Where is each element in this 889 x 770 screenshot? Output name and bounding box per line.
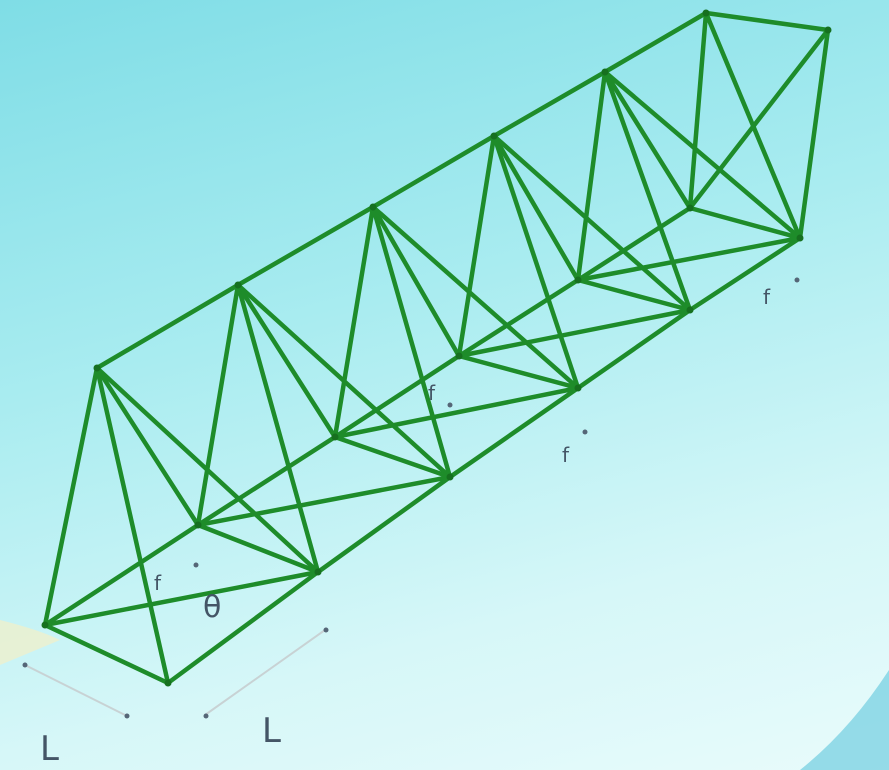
force-marker	[193, 562, 199, 568]
truss-member-bottom-chord	[687, 235, 803, 313]
truss-member-bottom-chord	[165, 569, 321, 686]
truss-member-diagonal	[575, 235, 803, 283]
truss-member-vertical	[797, 27, 831, 241]
length-label-left: L	[40, 729, 59, 769]
truss-member-top-chord	[94, 282, 241, 371]
force-label: f	[154, 571, 162, 595]
truss-member-bottom-chord	[447, 385, 581, 480]
dimension-lines	[24, 629, 326, 716]
corner-glow-right	[800, 670, 889, 770]
truss-member-bottom-cross	[575, 277, 693, 313]
force-label: f	[763, 285, 771, 309]
truss-member-bottom-chord	[575, 307, 693, 391]
length-label-right: L	[262, 711, 281, 751]
dimension-tick	[22, 662, 28, 668]
force-label: f	[562, 443, 570, 467]
truss-member-diagonal	[602, 69, 803, 241]
truss-member-bottom-chord	[42, 522, 201, 628]
truss-member-top-chord	[703, 10, 831, 33]
dimension-ticks	[22, 627, 329, 719]
theta-label: θ	[203, 590, 221, 625]
truss-joint	[574, 384, 582, 392]
truss-joint	[369, 203, 377, 211]
truss-joint	[455, 352, 463, 360]
truss-member-bottom-chord	[456, 277, 581, 359]
dimension-line-left	[24, 664, 126, 716]
truss-joint	[702, 9, 710, 17]
truss-member-diagonal	[195, 474, 453, 528]
truss-joint	[796, 234, 804, 242]
truss-joint	[446, 473, 454, 481]
truss-member-top-chord	[235, 204, 376, 288]
dimension-tick	[323, 627, 329, 633]
truss-member-bottom-cross	[456, 353, 581, 391]
truss-member-bottom-chord	[195, 434, 338, 528]
truss-member-bottom-cross	[687, 205, 803, 241]
truss-member-vertical	[602, 69, 693, 313]
truss-member-vertical	[94, 365, 171, 686]
truss-member-bottom-chord	[315, 474, 453, 575]
truss-member-top-chord	[491, 69, 608, 139]
force-label: f	[428, 381, 436, 405]
truss-joint	[194, 521, 202, 529]
truss-joint	[490, 132, 498, 140]
truss-member-vertical	[687, 10, 709, 211]
truss-member-vertical	[456, 133, 497, 359]
truss-member-diagonal	[370, 204, 581, 391]
truss-member-diagonal	[42, 569, 321, 628]
truss-member-bottom-chord	[332, 353, 462, 440]
truss-member-diagonal	[687, 27, 831, 211]
truss-member-bottom-cross	[42, 622, 171, 686]
truss-joint	[41, 621, 49, 629]
truss-member-vertical	[370, 204, 453, 480]
truss-member-top-chord	[602, 10, 709, 75]
truss-member-vertical	[332, 204, 376, 440]
dimension-tick	[124, 713, 130, 719]
truss-joint	[824, 26, 832, 34]
truss-member-diagonal	[94, 365, 201, 528]
truss-member-diagonal	[491, 133, 581, 283]
truss-joint	[234, 281, 242, 289]
truss-member-bottom-cross	[332, 434, 453, 480]
dimension-tick	[203, 713, 209, 719]
truss-member-vertical	[491, 133, 581, 391]
force-marker	[447, 402, 453, 408]
truss-member-diagonal	[332, 385, 581, 440]
truss-member-diagonal	[370, 204, 462, 359]
truss-member-top-chord	[370, 133, 497, 210]
truss-joint	[93, 364, 101, 372]
truss-nodes	[41, 9, 832, 687]
truss-member-diagonal	[602, 69, 693, 211]
truss-joint	[686, 306, 694, 314]
force-marker	[794, 277, 800, 283]
truss-members	[42, 10, 831, 686]
truss-member-bottom-cross	[195, 522, 321, 575]
truss-member-bottom-chord	[575, 205, 693, 283]
truss-member-diagonal	[491, 133, 693, 313]
truss-member-vertical	[195, 282, 241, 528]
corner-glow-left	[0, 620, 60, 665]
truss-joint	[331, 433, 339, 441]
truss-member-vertical	[235, 282, 321, 575]
truss-joint	[686, 204, 694, 212]
force-marker	[582, 429, 588, 435]
truss-joint	[574, 276, 582, 284]
truss-joint	[601, 68, 609, 76]
truss-joint	[164, 679, 172, 687]
truss-joint	[314, 568, 322, 576]
truss-member-vertical	[42, 365, 100, 628]
truss-member-diagonal	[456, 307, 693, 359]
dimension-line-right	[204, 629, 326, 716]
truss-member-diagonal	[235, 282, 338, 440]
truss-member-vertical	[575, 69, 608, 283]
